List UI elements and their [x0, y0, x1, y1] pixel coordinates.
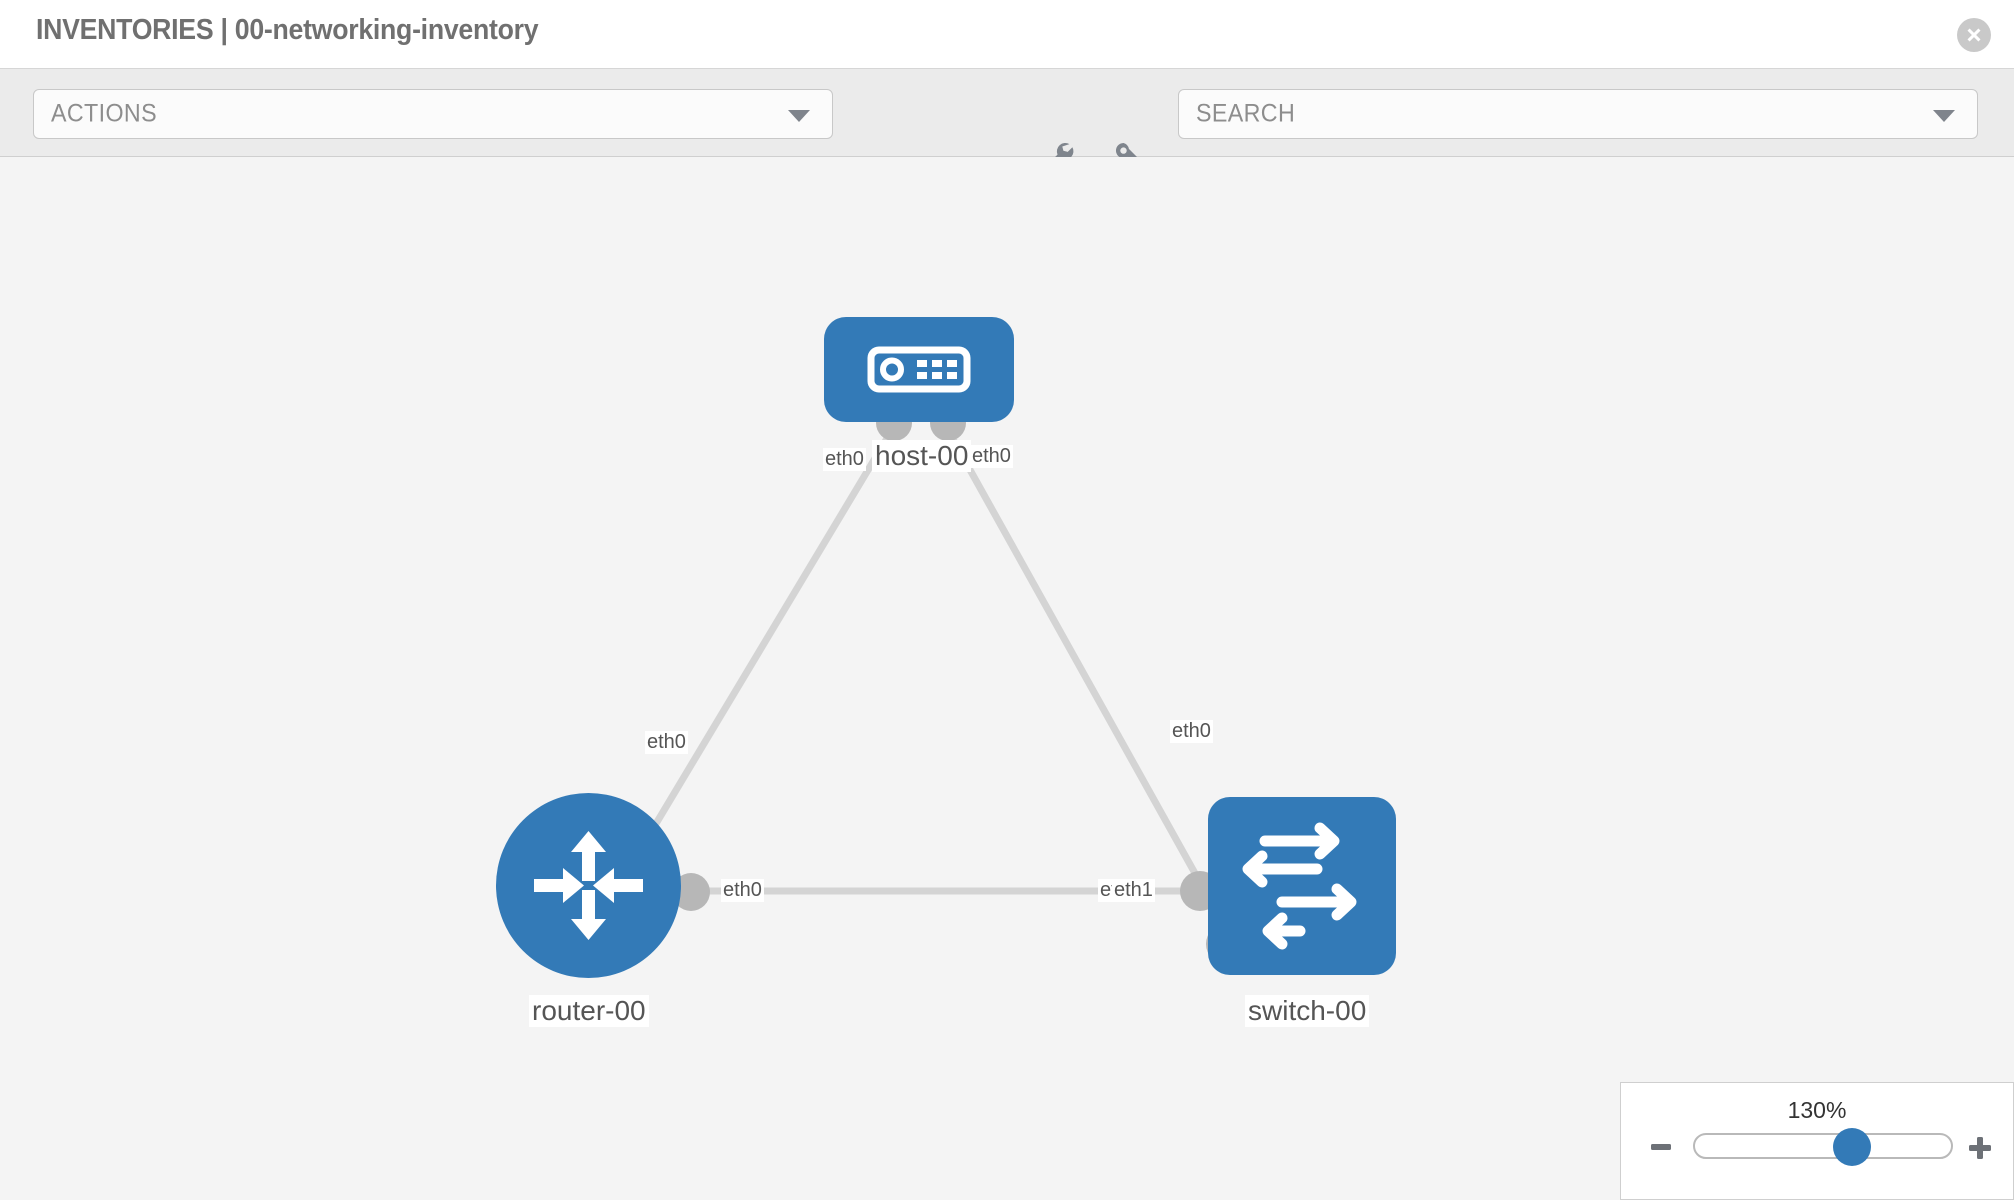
iface-label-switch-left-front: eth1: [1112, 879, 1155, 902]
node-label-switch-00: switch-00: [1245, 995, 1370, 1028]
node-router-00[interactable]: [496, 793, 681, 978]
switch-arrows-icon: [1242, 822, 1357, 950]
zoom-control-panel: 130%: [1620, 1082, 2014, 1200]
page-title: INVENTORIES | 00-networking-inventory: [36, 14, 539, 46]
iface-label-switch-up: eth0: [1170, 720, 1213, 743]
iface-label-host-left: eth0: [823, 448, 866, 471]
actions-dropdown-label: ACTIONS: [51, 99, 157, 128]
chevron-down-icon: [788, 110, 810, 122]
plus-icon[interactable]: [1967, 1135, 1993, 1166]
chevron-down-icon[interactable]: [1933, 110, 1955, 122]
node-switch-00[interactable]: [1208, 797, 1396, 975]
switch-node-shape[interactable]: [1208, 797, 1396, 975]
router-node-shape[interactable]: [496, 793, 681, 978]
search-input[interactable]: SEARCH: [1178, 89, 1978, 139]
host-node-shape[interactable]: [824, 317, 1014, 422]
iface-label-host-right: eth0: [970, 445, 1013, 468]
router-arrows-icon: [534, 831, 643, 940]
node-label-host-00: host-00: [872, 440, 972, 473]
search-placeholder: SEARCH: [1196, 99, 1296, 128]
zoom-level-label: 130%: [1787, 1097, 1847, 1123]
actions-dropdown[interactable]: ACTIONS: [33, 89, 833, 139]
page-header: INVENTORIES | 00-networking-inventory: [0, 0, 2014, 68]
iface-label-router-right: eth0: [721, 879, 764, 902]
close-icon[interactable]: [1957, 18, 1991, 52]
topology-canvas[interactable]: host-00 router-00: [0, 157, 2014, 1200]
toolbar: ACTIONS SEARCH: [0, 68, 2014, 170]
node-host-00[interactable]: [824, 317, 1014, 422]
minus-icon[interactable]: [1649, 1135, 1673, 1164]
iface-label-router-up: eth0: [645, 731, 688, 754]
node-label-router-00: router-00: [529, 995, 649, 1028]
topology-links: [608, 423, 1239, 947]
zoom-slider[interactable]: [1693, 1128, 1953, 1166]
zoom-slider-thumb[interactable]: [1833, 1128, 1871, 1166]
server-icon: [867, 346, 971, 393]
